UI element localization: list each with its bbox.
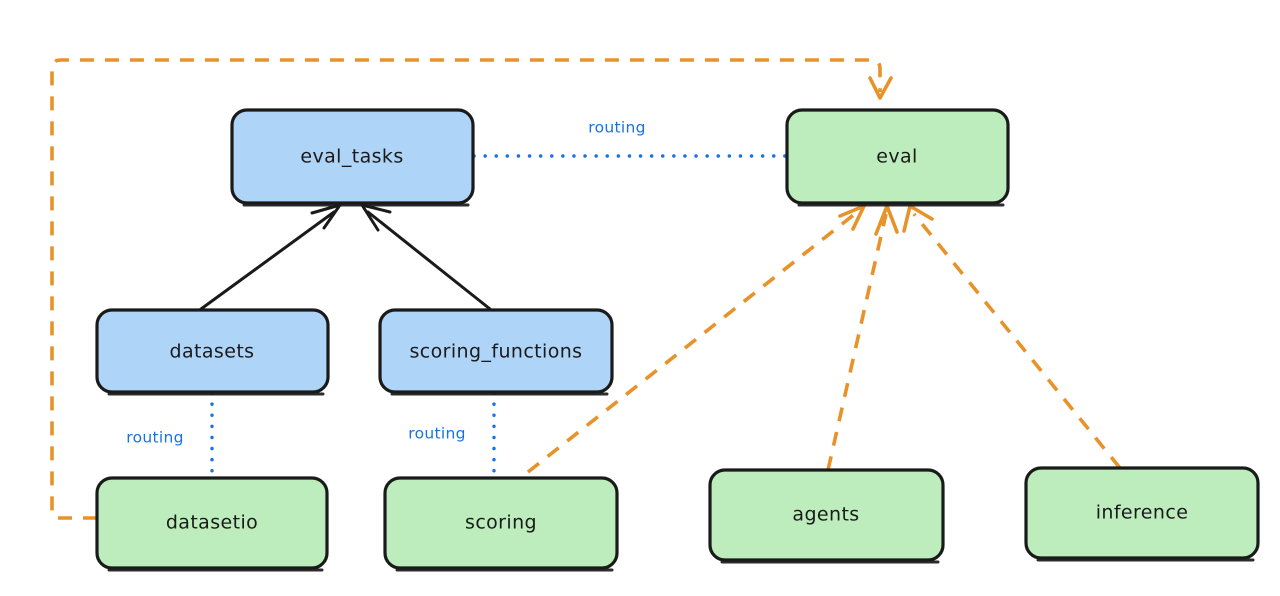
edge-datasets-eval_tasks [199, 203, 342, 311]
node-scoring-shape [383, 476, 619, 570]
edge-scoring-eval-path [526, 211, 858, 474]
node-inference-shape [1024, 466, 1260, 560]
edge-inference-eval [902, 204, 1122, 470]
node-eval-tasks-label: eval_tasks [300, 146, 403, 168]
node-datasetio-label: datasetio [166, 512, 258, 534]
edge-label-layer: routing routing routing [126, 119, 646, 447]
node-scoring[interactable]: scoring [383, 476, 619, 572]
node-scoring-functions-label: scoring_functions [410, 341, 583, 363]
node-datasets-shape [95, 308, 330, 394]
node-agents[interactable]: agents [708, 468, 945, 564]
edge-agents-eval-arrowhead [874, 204, 899, 236]
edge-label-routing-scoring-functions: routing [408, 425, 466, 443]
edge-label-routing-datasets: routing [126, 429, 184, 447]
edge-datasetio-eval [50, 58, 893, 520]
node-inference[interactable]: inference [1024, 466, 1260, 562]
node-scoring-label: scoring [465, 512, 537, 534]
edge-datasetio-eval-arrowhead [868, 76, 893, 100]
node-datasetio-shape [95, 476, 329, 570]
edge-agents-eval [826, 204, 899, 471]
node-eval-label: eval [876, 146, 917, 168]
node-datasetio[interactable]: datasetio [95, 476, 329, 572]
edge-scoringfn-eval_tasks-path [366, 210, 492, 311]
edge-datasets-eval_tasks-path [199, 210, 336, 311]
node-eval-tasks[interactable]: eval_tasks [230, 108, 475, 207]
node-layer: eval_tasks eval datasets scoring_functio… [95, 108, 1260, 572]
node-agents-shape [708, 468, 945, 562]
node-datasets-label: datasets [170, 341, 255, 363]
edge-inference-eval-path [912, 212, 1122, 470]
edge-label-routing-eval-tasks: routing [588, 119, 646, 137]
node-inference-label: inference [1096, 502, 1189, 524]
node-scoring-functions[interactable]: scoring_functions [378, 308, 614, 396]
node-scoring-functions-shape [378, 308, 614, 394]
edge-scoringfn-eval_tasks [360, 203, 492, 311]
node-eval-tasks-shape [230, 108, 475, 205]
edge-inference-eval-arrowhead [902, 204, 934, 233]
edge-agents-eval-path [826, 213, 888, 471]
node-datasets[interactable]: datasets [95, 308, 330, 396]
node-eval[interactable]: eval [785, 108, 1010, 207]
edge-layer [50, 58, 1122, 520]
node-eval-shape [785, 108, 1010, 205]
node-agents-label: agents [792, 504, 859, 526]
